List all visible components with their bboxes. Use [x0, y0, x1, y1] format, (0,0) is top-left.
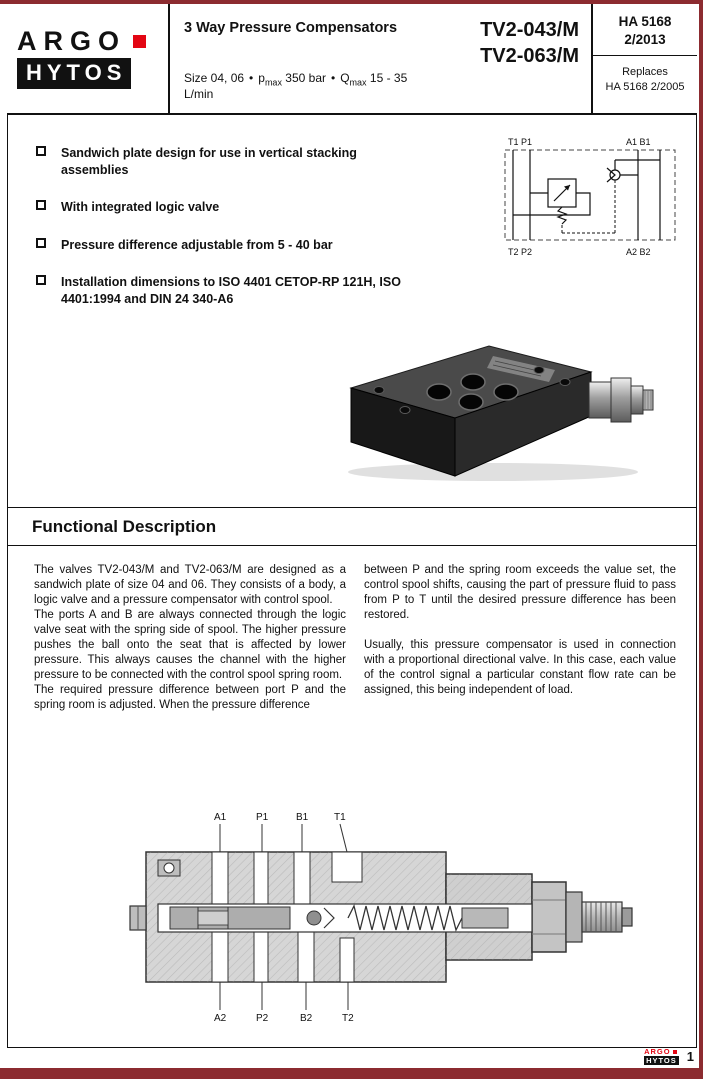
subtitle-pmax: pmax 350 bar: [258, 70, 326, 87]
cross-section-drawing: A1 P1 B1 T1 A2 P2 B2 T2: [118, 808, 638, 1024]
subtitle-size: Size 04, 06: [184, 70, 245, 85]
feature-text: Pressure difference adjustable from 5 - …: [61, 237, 333, 252]
subtitle-bullet: •: [331, 70, 336, 85]
feature-item: Installation dimensions to ISO 4401 CETO…: [36, 274, 466, 307]
product-photo-svg: [348, 345, 654, 481]
paragraph: The valves TV2-043/M and TV2-063/M are d…: [34, 564, 346, 606]
footer-argo-hytos-logo: ARGO HYTOS: [644, 1048, 679, 1065]
subtitle-qmax: Qmax 15 - 35 L/min: [184, 70, 408, 101]
doc-replaces-value: HA 5168 2/2005: [605, 80, 685, 93]
header-subtitle: Size 04, 06 • pmax 350 bar •Qmax 15 - 35 L/…: [184, 71, 423, 101]
bottom-accent-bar: [0, 1068, 703, 1079]
description-columns: The valves TV2-043/M and TV2-063/M are d…: [8, 546, 696, 713]
footer-logo-red-square-icon: [672, 1049, 677, 1054]
footer-logo-hytos-text: HYTOS: [644, 1055, 679, 1065]
feature-item: Pressure difference adjustable from 5 - …: [36, 237, 466, 254]
feature-text: Sandwich plate design for use in vertica…: [61, 146, 357, 177]
drawing-label-p1: P1: [256, 812, 269, 823]
feature-item: With integrated logic valve: [36, 199, 466, 216]
right-accent-bar: [699, 0, 703, 1079]
cross-section-svg: A1 P1 B1 T1 A2 P2 B2 T2: [129, 812, 633, 1024]
hydraulic-schematic: T1 P1 A1 B1 T2 P2 A2 B2: [500, 135, 680, 257]
header-title-block: 3 Way Pressure Compensators Size 04, 06 •…: [170, 4, 423, 113]
checkbox-icon: [36, 146, 46, 156]
model-numbers: TV2-043/M TV2-063/M: [423, 4, 591, 113]
doc-number-date: 2/2013: [624, 31, 666, 47]
doc-number: HA 5168 2/2013: [593, 4, 697, 57]
functional-description-header: Functional Description: [7, 508, 697, 546]
drawing-label-t2: T2: [342, 1013, 354, 1023]
paragraph: The ports A and B are always connected t…: [34, 609, 346, 681]
hydraulic-schematic-svg: T1 P1 A1 B1 T2 P2 A2 B2: [504, 137, 676, 257]
subtitle-bullet: •: [249, 70, 254, 85]
drawing-label-t1: T1: [334, 812, 346, 823]
logo-hytos-text: HYTOS: [17, 58, 132, 89]
header: ARGO HYTOS 3 Way Pressure Compensators S…: [7, 4, 697, 115]
drawing-label-b2: B2: [300, 1013, 313, 1023]
doc-replaces: Replaces HA 5168 2/2005: [593, 56, 697, 104]
model-number-1: TV2-043/M: [480, 19, 579, 41]
top-accent-bar: [0, 0, 703, 4]
footer: ARGO HYTOS 1: [644, 1048, 694, 1065]
argo-hytos-logo: ARGO HYTOS: [7, 4, 170, 113]
functional-description-body: The valves TV2-043/M and TV2-063/M are d…: [7, 546, 697, 1048]
drawing-label-a1: A1: [214, 812, 227, 823]
feature-text: Installation dimensions to ISO 4401 CETO…: [61, 275, 401, 306]
page-title: 3 Way Pressure Compensators: [184, 20, 398, 36]
description-column-right: between P and the spring room exceeds th…: [364, 563, 676, 713]
logo-argo-row: ARGO: [17, 28, 168, 55]
schematic-label-t1p1: T1 P1: [508, 137, 532, 147]
footer-logo-argo-row: ARGO: [644, 1048, 679, 1056]
description-column-left: The valves TV2-043/M and TV2-063/M are d…: [34, 563, 346, 713]
drawing-label-p2: P2: [256, 1013, 269, 1023]
logo-argo-text: ARGO: [17, 26, 126, 57]
logo-red-square-icon: [133, 35, 146, 49]
doc-replaces-label: Replaces: [622, 66, 668, 79]
footer-logo-argo-text: ARGO: [644, 1047, 671, 1056]
feature-item: Sandwich plate design for use in vertica…: [36, 145, 466, 178]
feature-text: With integrated logic valve: [61, 200, 220, 214]
section-heading: Functional Description: [32, 516, 217, 536]
model-number-2: TV2-063/M: [480, 44, 579, 67]
checkbox-icon: [36, 200, 46, 210]
schematic-label-t2p2: T2 P2: [508, 247, 532, 257]
paragraph: The required pressure difference between…: [34, 684, 346, 711]
schematic-label-a1b1: A1 B1: [626, 137, 651, 147]
product-photo: [343, 330, 655, 482]
checkbox-icon: [36, 275, 46, 285]
doc-number-code: HA 5168: [618, 14, 672, 29]
feature-list: Sandwich plate design for use in vertica…: [36, 145, 466, 328]
paragraph: between P and the spring room exceeds th…: [364, 564, 676, 621]
doc-number-box: HA 5168 2/2013 Replaces HA 5168 2/2005: [591, 4, 697, 113]
features-section: Sandwich plate design for use in vertica…: [7, 115, 697, 508]
paragraph: Usually, this pressure compensator is us…: [364, 639, 676, 696]
schematic-label-a2b2: A2 B2: [626, 247, 651, 257]
page-number: 1: [686, 1049, 694, 1064]
drawing-label-b1: B1: [296, 812, 309, 823]
checkbox-icon: [36, 237, 46, 248]
drawing-label-a2: A2: [214, 1013, 227, 1023]
